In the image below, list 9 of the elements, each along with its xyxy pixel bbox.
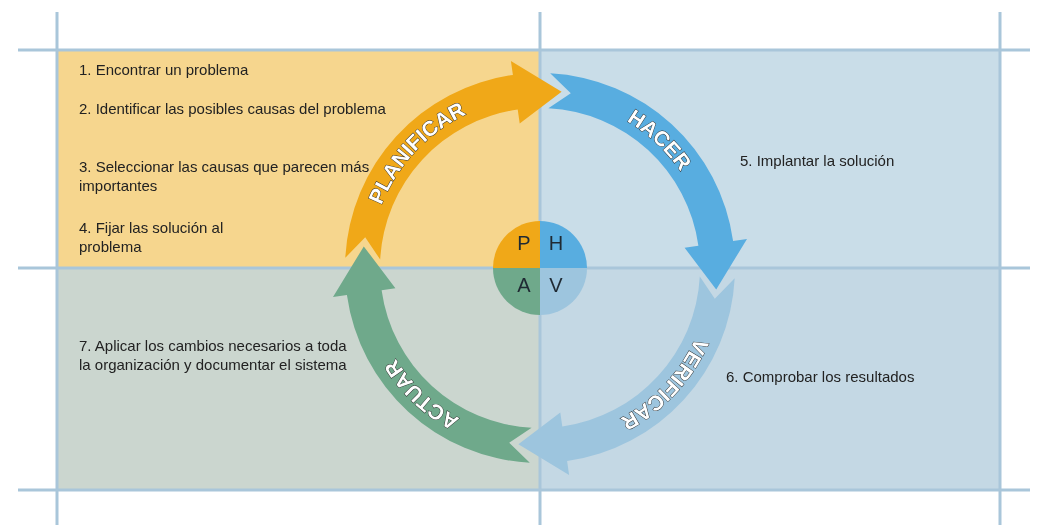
phase-letter: V (549, 274, 563, 296)
phase-letter: P (517, 232, 531, 254)
step-text: 6. Comprobar los resultados (726, 367, 916, 386)
phase-letter: A (517, 274, 531, 296)
step-text: 7. Aplicar los cambios necesarios a toda la organización y documentar el sistema (79, 336, 348, 374)
step-text: 1. Encontrar un problema (79, 60, 250, 79)
phase-letter: H (548, 232, 564, 254)
step-text: 4. Fijar las solución al problema (79, 218, 225, 256)
step-text: 5. Implantar la solución (740, 151, 896, 170)
